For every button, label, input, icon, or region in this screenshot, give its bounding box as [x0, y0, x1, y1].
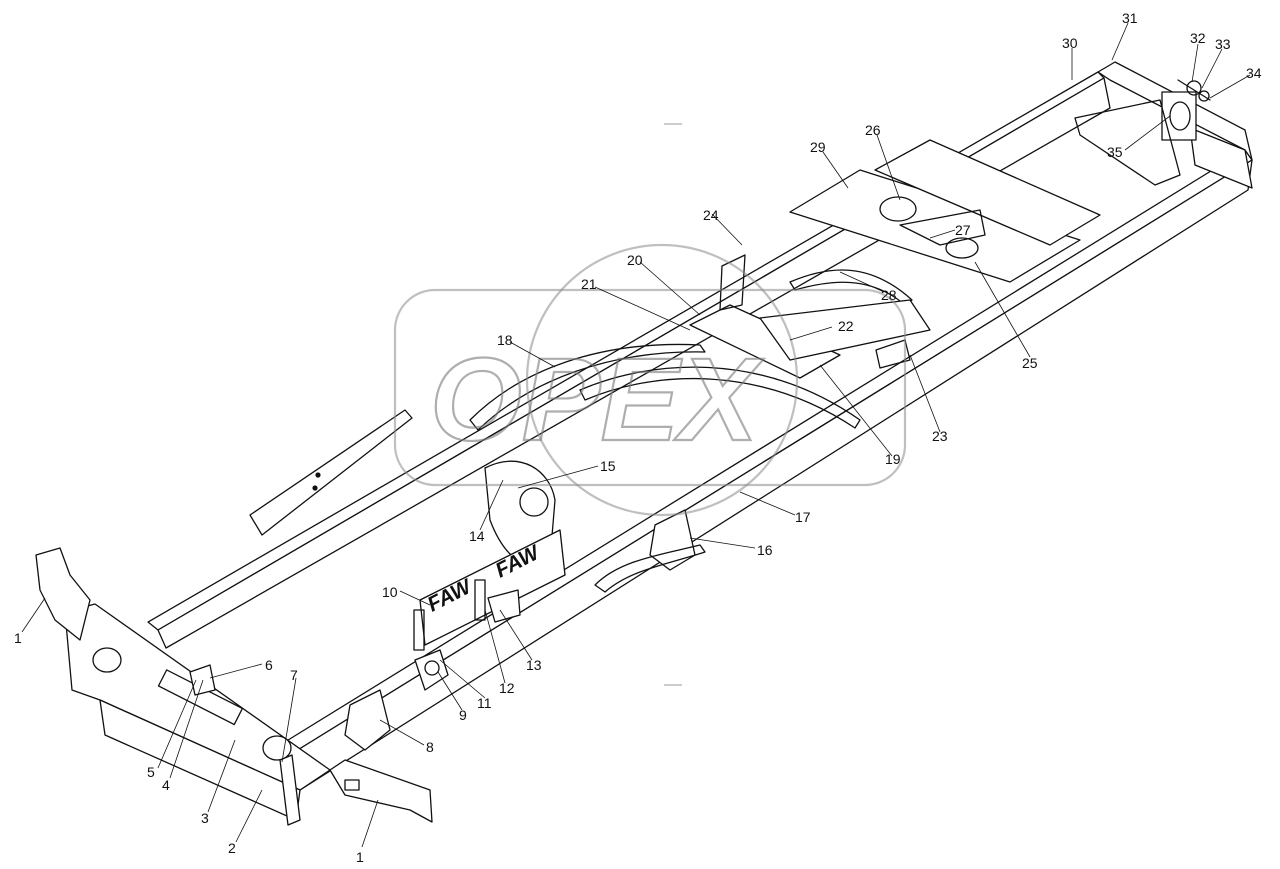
- spring-bracket-8: [344, 689, 391, 751]
- callout-2: 2: [228, 840, 236, 856]
- callout-4: 4: [162, 777, 170, 793]
- inner-liner-35: [1074, 99, 1181, 186]
- faw-side-plate: [419, 529, 566, 646]
- gusset-plate-25: [945, 237, 979, 259]
- callout-29: 29: [810, 139, 826, 155]
- crossmember-19: [579, 366, 861, 429]
- callout-31: 31: [1122, 10, 1138, 26]
- callout-22: 22: [838, 318, 854, 334]
- callout-32: 32: [1190, 30, 1206, 46]
- crossmember-22: [759, 299, 931, 361]
- bracket-13: [487, 589, 521, 623]
- bracket-23: [875, 339, 911, 369]
- callout-3: 3: [201, 810, 209, 826]
- callout-6: 6: [265, 657, 273, 673]
- callout-19: 19: [885, 451, 901, 467]
- watermark: OPEX: [393, 243, 907, 517]
- callout-25: 25: [1022, 355, 1038, 371]
- bracket-6: [189, 664, 216, 696]
- callout-labels: 1 1 2 3 4 5 6 7 8 9 10 11 12 13 14 15 16…: [14, 10, 1262, 865]
- front-bracket-slot: [344, 779, 360, 791]
- callout-28: 28: [881, 287, 897, 303]
- side-mud-plate: [249, 409, 413, 536]
- bracket-9: [414, 649, 449, 691]
- callout-1: 1: [14, 630, 22, 646]
- leader-lines: [21, 22, 1251, 848]
- plate-24: [719, 254, 746, 311]
- spring-bracket-16: [649, 509, 696, 571]
- callout-16: 16: [757, 542, 773, 558]
- front-bracket-1-right: [329, 759, 433, 823]
- callout-35: 35: [1107, 144, 1123, 160]
- watermark-text: OPEX: [430, 334, 764, 466]
- callout-8: 8: [426, 739, 434, 755]
- callout-5: 5: [147, 764, 155, 780]
- rear-bracket: [1161, 91, 1197, 141]
- tow-hook-7: [279, 754, 301, 826]
- callout-26: 26: [865, 122, 881, 138]
- callout-34: 34: [1246, 65, 1262, 81]
- spring-leaf: [594, 544, 706, 593]
- bracket-9-bore: [424, 660, 440, 676]
- callout-12: 12: [499, 680, 515, 696]
- callout-23: 23: [932, 428, 948, 444]
- callout-15: 15: [600, 458, 616, 474]
- callout-1: 1: [356, 849, 364, 865]
- bracket-12b: [474, 579, 486, 621]
- callout-21: 21: [581, 276, 597, 292]
- rear-end-plate: [1189, 127, 1253, 189]
- front-bracket-1-left: [35, 547, 91, 641]
- callout-10: 10: [382, 584, 398, 600]
- callout-7: 7: [290, 667, 298, 683]
- pin-32: [1186, 80, 1202, 96]
- callout-20: 20: [627, 252, 643, 268]
- gusset-plate-26: [879, 196, 917, 222]
- front-crossmember-hole-right: [262, 735, 292, 761]
- callout-9: 9: [459, 707, 467, 723]
- watermark-frame: [393, 288, 907, 487]
- callout-30: 30: [1062, 35, 1078, 51]
- hanger-hole: [519, 487, 549, 517]
- callout-24: 24: [703, 207, 719, 223]
- clip-33: [1198, 90, 1210, 102]
- plate-hole: [315, 472, 321, 478]
- crossmember-29: [789, 169, 1081, 283]
- callout-11: 11: [477, 695, 492, 711]
- callout-33: 33: [1215, 36, 1231, 52]
- callout-14: 14: [469, 528, 485, 544]
- bracket-12: [413, 609, 425, 651]
- watermark-gear: [525, 243, 799, 517]
- callout-18: 18: [497, 332, 513, 348]
- crossmember-20: [689, 304, 841, 379]
- crossmember-26: [874, 139, 1101, 246]
- front-crossmember-hole-left: [92, 647, 122, 673]
- crossmember-27-plate: [899, 209, 986, 246]
- spring-hanger-15: [484, 460, 556, 567]
- callout-27: 27: [955, 222, 971, 238]
- chassis-frame: FAW FAW: [35, 61, 1253, 826]
- callout-13: 13: [526, 657, 542, 673]
- pin-34: [1177, 79, 1211, 101]
- plate-hole: [312, 485, 318, 491]
- callout-17: 17: [795, 509, 811, 525]
